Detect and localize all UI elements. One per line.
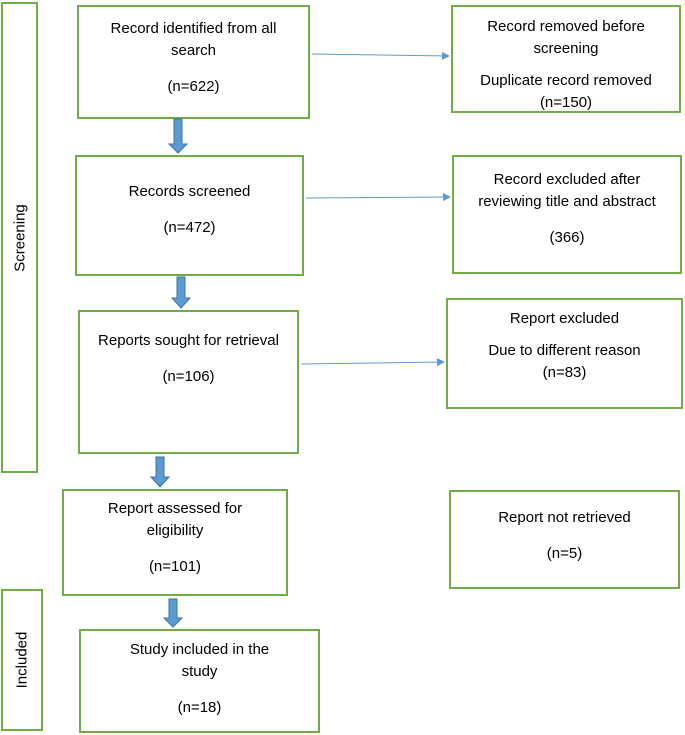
arrow-assessed-to-included bbox=[162, 598, 184, 628]
screened-count: (n=472) bbox=[163, 219, 216, 236]
box-reports-excluded: Report excluded Due to different reason … bbox=[446, 298, 683, 409]
included-line1: Study included in the bbox=[129, 641, 270, 658]
arrow-sought-to-excluded bbox=[300, 358, 445, 367]
removed-count: (n=150) bbox=[539, 94, 593, 111]
removed-line2: screening bbox=[533, 40, 599, 57]
not-retrieved-count: (n=5) bbox=[546, 545, 583, 562]
arrow-screened-to-excluded bbox=[305, 193, 451, 202]
assessed-count: (n=101) bbox=[148, 558, 202, 575]
assessed-line1: Report assessed for bbox=[107, 500, 243, 517]
identified-count: (n=622) bbox=[167, 78, 220, 95]
included-line2: study bbox=[181, 663, 218, 680]
excluded-title-line1: Record excluded after bbox=[493, 171, 641, 188]
stage-included: Included bbox=[1, 589, 43, 731]
identified-line2: search bbox=[170, 42, 217, 59]
excluded-report-count: (n=83) bbox=[542, 364, 587, 381]
excluded-title-line2: reviewing title and abstract bbox=[478, 193, 656, 210]
included-count: (n=18) bbox=[177, 699, 222, 716]
arrow-sought-to-assessed bbox=[149, 456, 171, 488]
box-study-included: Study included in the study (n=18) bbox=[79, 629, 320, 733]
box-records-screened: Records screened (n=472) bbox=[75, 155, 304, 276]
assessed-line2: eligibility bbox=[146, 522, 204, 539]
box-excluded-title-abstract: Record excluded after reviewing title an… bbox=[452, 155, 682, 274]
stage-screening: Screening bbox=[1, 2, 38, 473]
excluded-report-line2: Due to different reason bbox=[488, 342, 641, 359]
box-records-removed: Record removed before screening Duplicat… bbox=[451, 5, 681, 113]
arrow-screened-to-sought bbox=[170, 276, 192, 309]
removed-line1: Record removed before bbox=[487, 18, 645, 35]
box-reports-not-retrieved: Report not retrieved (n=5) bbox=[449, 490, 680, 589]
box-records-identified: Record identified from all search (n=622… bbox=[77, 5, 310, 119]
arrow-identified-to-removed bbox=[311, 51, 450, 60]
box-reports-sought: Reports sought for retrieval (n=106) bbox=[78, 310, 299, 454]
arrow-identified-to-screened bbox=[167, 118, 189, 154]
excluded-title-count: (366) bbox=[549, 229, 585, 246]
identified-line1: Record identified from all bbox=[110, 20, 277, 37]
not-retrieved-line1: Report not retrieved bbox=[498, 509, 631, 526]
excluded-report-line1: Report excluded bbox=[509, 310, 620, 327]
sought-count: (n=106) bbox=[162, 368, 215, 385]
screened-line1: Records screened bbox=[128, 183, 251, 200]
removed-line3: Duplicate record removed bbox=[480, 72, 652, 89]
box-reports-assessed: Report assessed for eligibility (n=101) bbox=[62, 489, 288, 596]
sought-line1: Reports sought for retrieval bbox=[98, 332, 279, 349]
